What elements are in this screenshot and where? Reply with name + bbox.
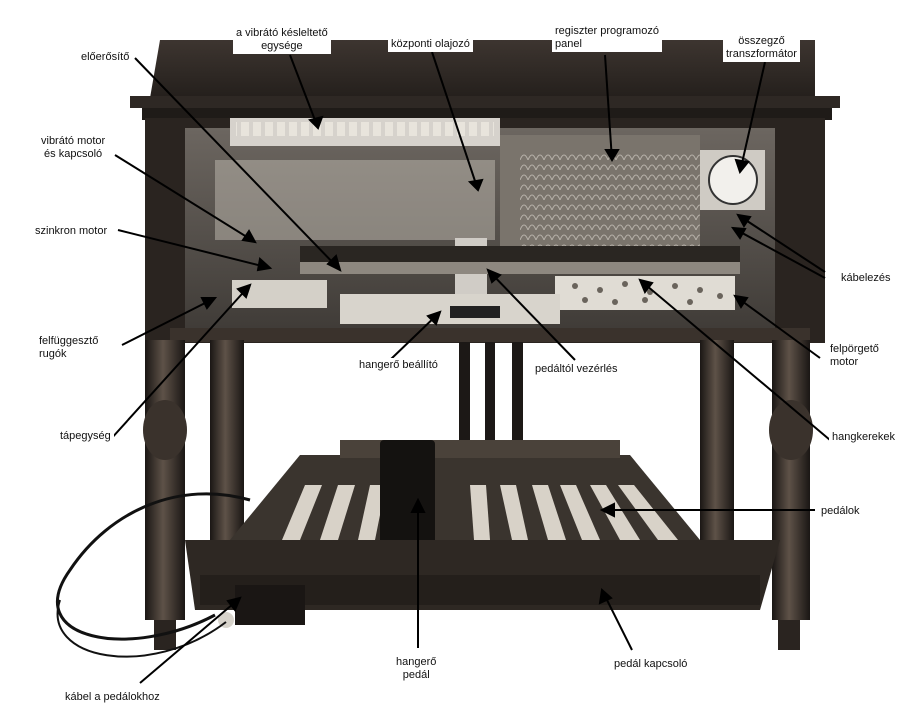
pedalboard — [185, 440, 780, 628]
label-suspension-springs: felfüggesztő rugók — [36, 334, 102, 362]
label-preamp: előerősítő — [78, 50, 133, 65]
label-pedal-cable: kábel a pedálokhoz — [62, 690, 163, 705]
label-tonewheels: hangkerekek — [829, 430, 898, 445]
label-volume-pedal: hangerő pedál — [393, 655, 440, 683]
pedal-cable — [55, 492, 251, 641]
label-pedal-control: pedáltól vezérlés — [532, 362, 621, 377]
label-cabling: kábelezés — [838, 271, 894, 286]
label-register-panel: regiszter programozó panel — [552, 24, 662, 52]
label-start-motor: felpörgető motor — [827, 342, 882, 370]
label-sync-motor: szinkron motor — [32, 224, 111, 239]
label-summing-transformer: összegző transzformátor — [723, 34, 800, 62]
legs — [143, 340, 813, 650]
label-power-supply: tápegység — [57, 429, 114, 444]
label-vibrato-delay: a vibrátó késleltető egysége — [233, 26, 331, 54]
label-pedal-switch: pedál kapcsoló — [611, 657, 691, 672]
cabinet — [145, 118, 825, 343]
label-central-oiler: központi olajozó — [388, 37, 473, 52]
leader-lines — [109, 51, 831, 684]
label-pedals: pedálok — [818, 504, 863, 519]
label-volume-adjuster: hangerő beállító — [356, 358, 441, 373]
label-vibrato-motor: vibrátó motor és kapcsoló — [38, 134, 109, 162]
